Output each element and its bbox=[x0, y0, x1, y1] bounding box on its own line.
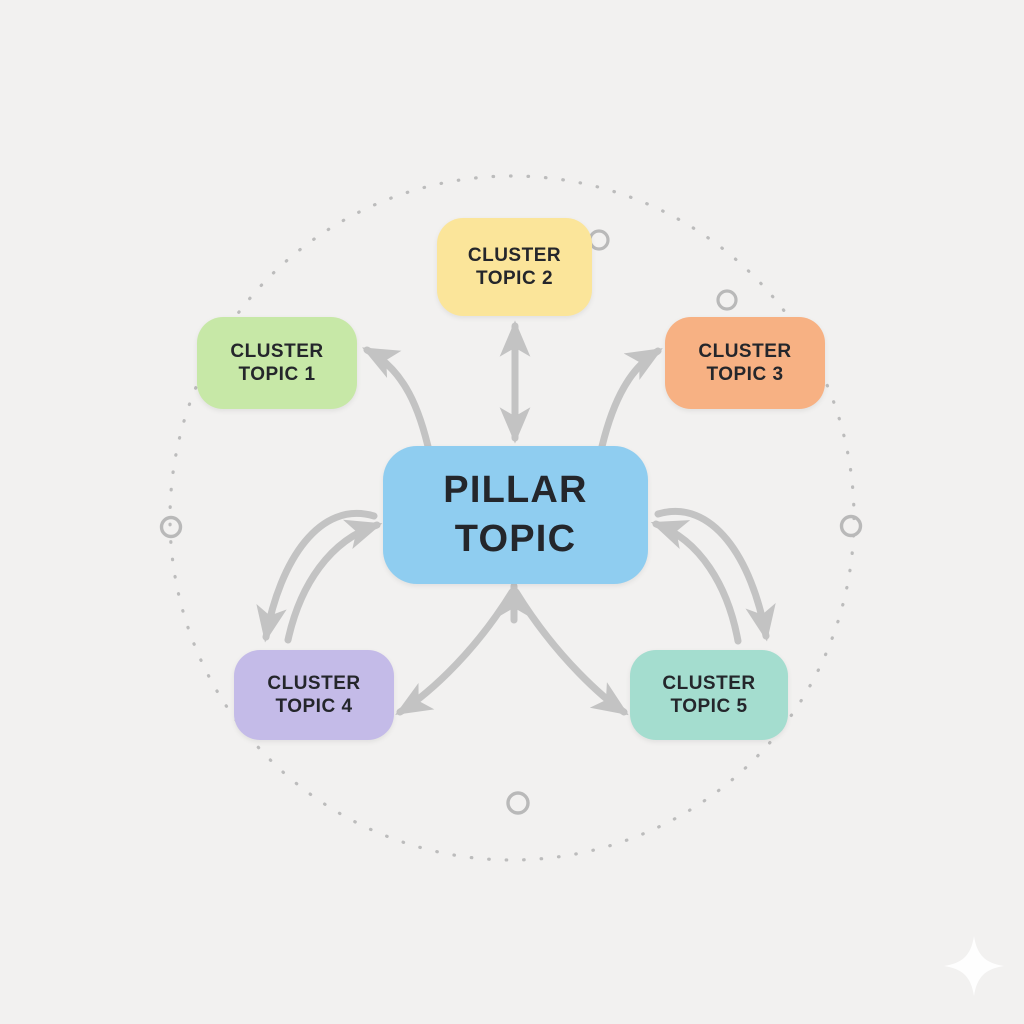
orbit-marker-bottom bbox=[506, 791, 530, 815]
cluster-topic-1-label-line2: TOPIC 1 bbox=[238, 364, 316, 385]
cluster-topic-5-label-line1: CLUSTER bbox=[662, 672, 756, 694]
connector-pillar-to-cluster-4 bbox=[256, 510, 378, 643]
connector-pillar-to-cluster-5 bbox=[654, 508, 776, 642]
pillar-topic-node[interactable]: PILLAR TOPIC bbox=[383, 446, 648, 584]
pillar-topic-label-line1: PILLAR bbox=[443, 469, 588, 512]
cluster-topic-2-node[interactable]: CLUSTER TOPIC 2 bbox=[437, 218, 592, 316]
pillar-topic-label-line2: TOPIC bbox=[454, 518, 577, 560]
cluster-topic-2-label-line1: CLUSTER bbox=[467, 244, 562, 266]
cluster-topic-5-label-line2: TOPIC 5 bbox=[670, 696, 748, 717]
cluster-topic-4-label-line1: CLUSTER bbox=[267, 672, 361, 694]
cluster-topic-2-label-line2: TOPIC 2 bbox=[475, 268, 554, 289]
cluster-topic-5-node[interactable]: CLUSTER TOPIC 5 bbox=[630, 650, 788, 740]
cluster-topic-3-label-line2: TOPIC 3 bbox=[706, 364, 784, 385]
orbit-marker-right bbox=[839, 514, 863, 538]
cluster-topic-1-node[interactable]: CLUSTER TOPIC 1 bbox=[197, 317, 357, 409]
orbit-marker-left bbox=[159, 515, 183, 539]
cluster-topic-1-label-line1: CLUSTER bbox=[230, 340, 324, 362]
connector-cluster-5-to-pillar bbox=[650, 520, 742, 645]
cluster-topic-3-node[interactable]: CLUSTER TOPIC 3 bbox=[665, 317, 825, 409]
cluster-topic-3-label-line1: CLUSTER bbox=[698, 340, 792, 362]
sparkle-icon bbox=[944, 936, 1004, 996]
connector-pillar-to-cluster-3 bbox=[596, 347, 663, 459]
connector-bottom-left-branch bbox=[395, 588, 516, 716]
cluster-topic-4-node[interactable]: CLUSTER TOPIC 4 bbox=[234, 650, 394, 740]
orbit-marker-top-right bbox=[716, 289, 738, 311]
connector-pillar-to-cluster-1 bbox=[362, 346, 434, 459]
connector-cluster-4-to-pillar bbox=[284, 519, 383, 644]
orbit-marker-top-left bbox=[588, 229, 610, 251]
cluster-topic-4-label-line2: TOPIC 4 bbox=[275, 696, 353, 717]
connector-bottom-right-branch bbox=[512, 588, 629, 716]
